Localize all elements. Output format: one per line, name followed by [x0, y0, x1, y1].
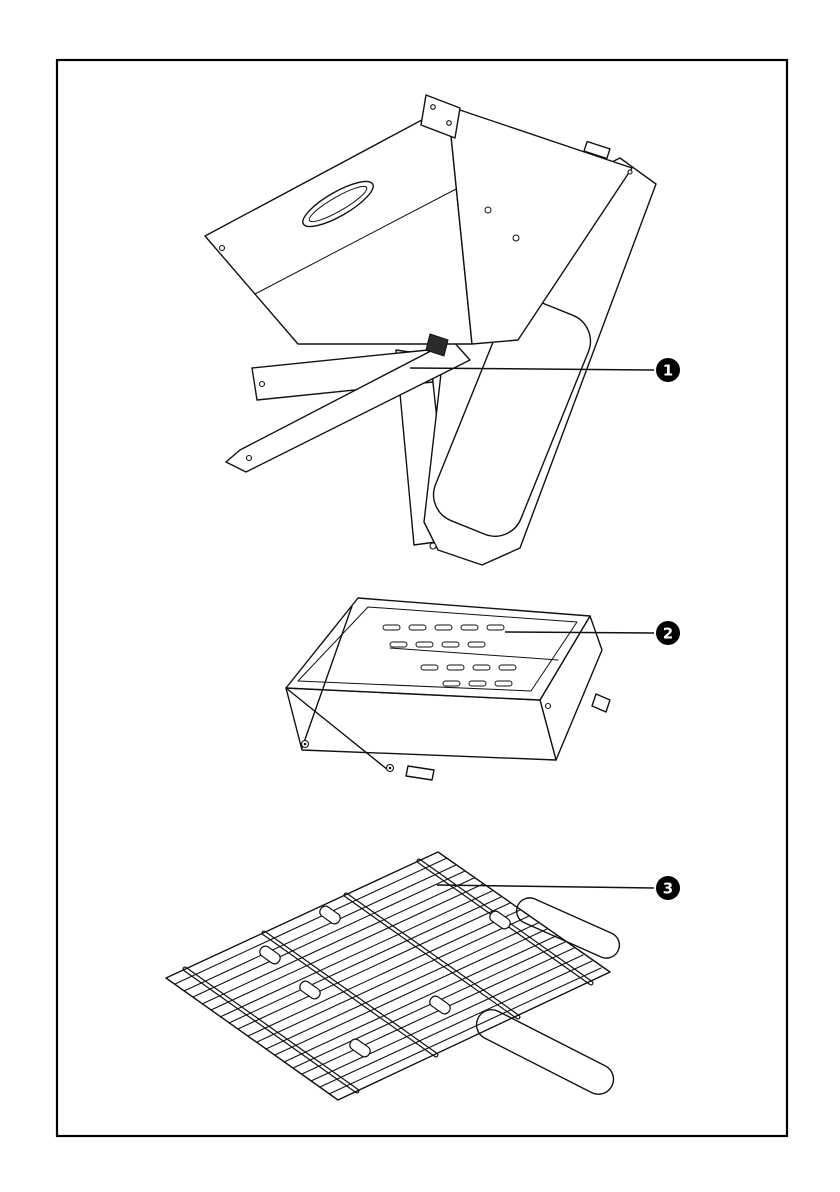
stand-right-panel [447, 105, 633, 345]
callout-2-line [504, 631, 655, 634]
callout-1-badge [656, 358, 680, 382]
stand-leg-frame-cutout [432, 299, 592, 537]
callout-3-badge [656, 876, 680, 900]
tray-brace-diagonal [285, 687, 389, 771]
grate-support-bars [182, 858, 594, 1094]
tray-front-foot [405, 765, 435, 781]
tray-right-foot [591, 693, 611, 713]
tray-floor-crease [389, 647, 559, 661]
stand-panel-hole [484, 206, 492, 214]
callout-2-badge [656, 621, 680, 645]
grate-outline [165, 851, 611, 1101]
stand-panel-hole [512, 234, 520, 242]
stand-illustration [204, 94, 657, 566]
callout-3-number: 3 [663, 880, 673, 898]
stand-front-bar [251, 349, 434, 401]
grate-clips [259, 905, 511, 1058]
stand-hinge-screw [430, 104, 436, 110]
stand-latch-clip [583, 140, 611, 160]
callout-3-line [436, 884, 655, 889]
stand-rivets [218, 169, 633, 550]
tray-vent-slots [382, 624, 517, 687]
stand-pointed-foot-bar [225, 339, 471, 473]
grate-wires [174, 857, 602, 1095]
stand-left-panel-fold-line [254, 187, 459, 295]
page-border [55, 58, 789, 1138]
callout-1: 1 [409, 358, 680, 382]
stand-left-panel [204, 105, 473, 345]
callout-2-number: 2 [663, 625, 673, 643]
callout-2: 2 [504, 621, 680, 645]
grate-handle-lower [475, 1009, 615, 1095]
tray-illustration [285, 597, 611, 781]
tray-inner-rim [297, 606, 578, 692]
callout-1-number: 1 [663, 362, 673, 380]
stand-lock-tab [425, 333, 449, 357]
grate-handle-upper [515, 897, 621, 959]
grate-illustration [165, 851, 621, 1101]
tray-rim [285, 597, 591, 701]
stand-hinge-screw [446, 120, 452, 126]
stand-handle-cutout-inner [308, 185, 368, 223]
callout-3: 3 [436, 876, 680, 900]
tray-end-wall-fold [301, 605, 353, 749]
tray-rivets [300, 702, 552, 773]
callout-1-line [409, 367, 655, 371]
